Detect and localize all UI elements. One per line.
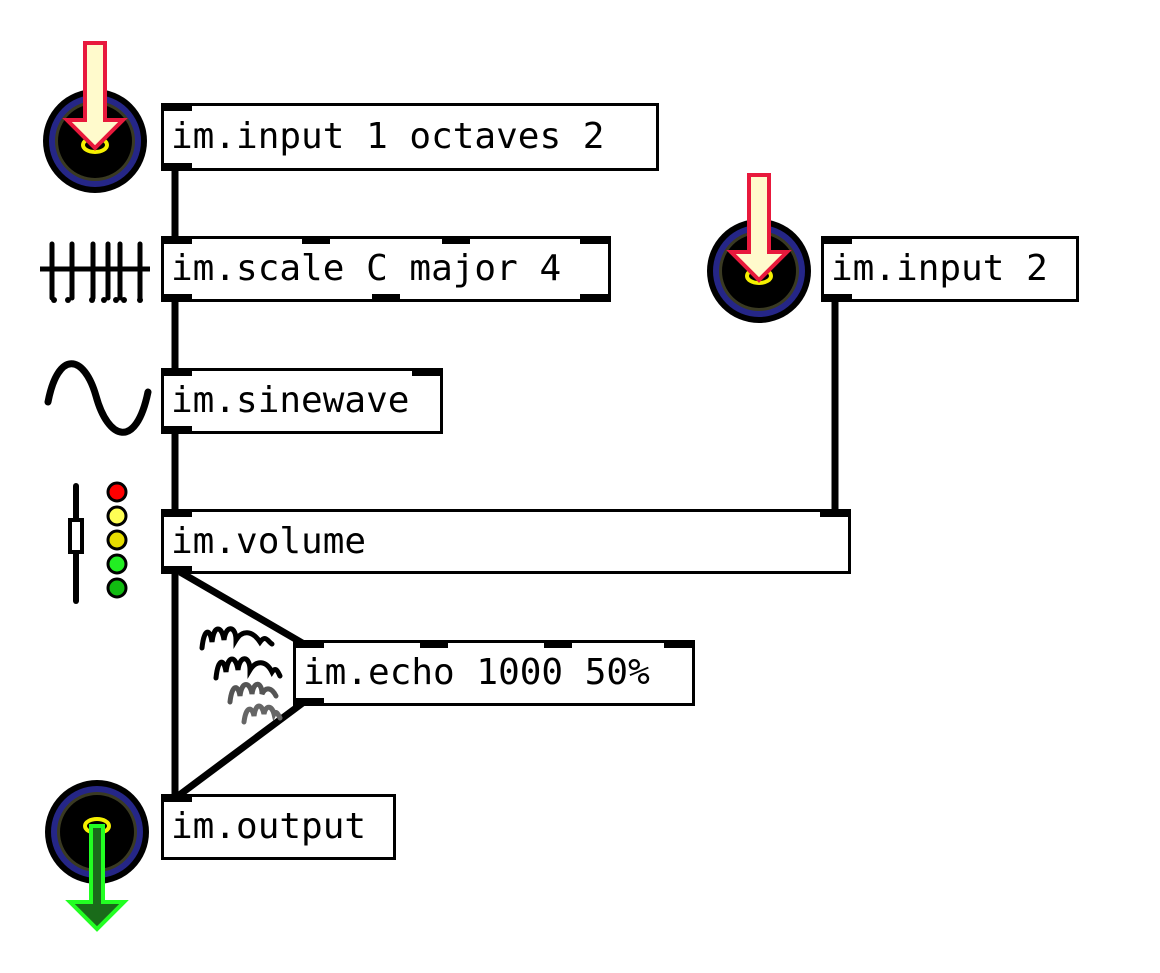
volume-meter-icon <box>68 481 128 604</box>
inlet[interactable] <box>164 794 192 802</box>
outlet[interactable] <box>296 698 324 706</box>
object-input2[interactable]: im.input 2 <box>821 236 1079 302</box>
object-label: im.scale C major 4 <box>171 248 562 289</box>
inlet[interactable] <box>296 640 324 648</box>
object-input1[interactable]: im.input 1 octaves 2 <box>161 103 659 171</box>
inlet[interactable] <box>164 509 192 517</box>
object-echo[interactable]: im.echo 1000 50% <box>293 640 695 706</box>
outlet[interactable] <box>580 294 608 302</box>
inlet[interactable] <box>420 640 448 648</box>
inlet[interactable] <box>164 103 192 111</box>
outlet[interactable] <box>164 426 192 434</box>
inlet[interactable] <box>824 236 852 244</box>
inlet[interactable] <box>664 640 692 648</box>
object-label: im.input 1 octaves 2 <box>171 116 605 157</box>
cable-echo-to-output[interactable] <box>175 699 307 799</box>
outlet[interactable] <box>164 294 192 302</box>
inlet[interactable] <box>820 509 848 517</box>
sinewave-icon <box>44 360 152 436</box>
outlet[interactable] <box>164 163 192 171</box>
object-output[interactable]: im.output <box>161 794 396 860</box>
outlet[interactable] <box>824 294 852 302</box>
outlet[interactable] <box>372 294 400 302</box>
outlet[interactable] <box>164 566 192 574</box>
cable-volume-to-echo[interactable] <box>178 568 306 648</box>
object-label: im.sinewave <box>171 380 410 421</box>
inlet[interactable] <box>302 236 330 244</box>
object-sinewave[interactable]: im.sinewave <box>161 368 443 434</box>
object-scale[interactable]: im.scale C major 4 <box>161 236 611 302</box>
inlet[interactable] <box>164 368 192 376</box>
object-label: im.output <box>171 806 367 847</box>
inlet[interactable] <box>580 236 608 244</box>
inlet[interactable] <box>442 236 470 244</box>
object-label: im.volume <box>171 520 367 562</box>
object-label: im.echo 1000 50% <box>303 652 650 693</box>
piano-scale-icon <box>40 241 150 303</box>
inlet[interactable] <box>164 236 192 244</box>
inlet[interactable] <box>412 368 440 376</box>
object-label: im.input 2 <box>831 248 1048 289</box>
mic-input-icon <box>707 173 811 323</box>
object-volume[interactable]: im.volume <box>161 509 851 574</box>
mic-input-icon <box>43 41 147 193</box>
echo-icon <box>199 626 283 725</box>
inlet[interactable] <box>544 640 572 648</box>
speaker-output-icon <box>45 780 149 932</box>
